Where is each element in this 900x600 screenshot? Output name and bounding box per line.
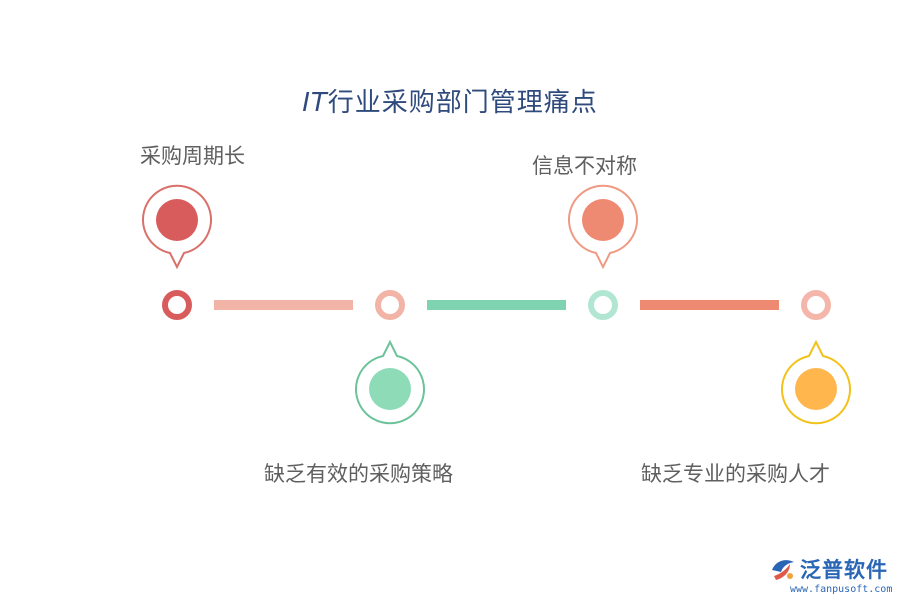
- pin-4-dot: [795, 368, 837, 410]
- pin-2: [355, 339, 425, 425]
- pin-3: [568, 184, 638, 270]
- diagram-title: IT行业采购部门管理痛点: [0, 82, 900, 119]
- pin-2-dot: [369, 368, 411, 410]
- pin-3-dot: [582, 199, 624, 241]
- brand-name: 泛普软件: [800, 558, 888, 582]
- timeline-node-3: [588, 290, 618, 320]
- pin-1-dot: [156, 199, 198, 241]
- connector-3: [640, 300, 779, 310]
- connector-2: [427, 300, 566, 310]
- brand-url: www.fanpusoft.com: [790, 584, 893, 595]
- brand-logo: 泛普软件 www.fanpusoft.com: [768, 552, 894, 598]
- timeline-node-4: [801, 290, 831, 320]
- stage-label-2: 缺乏有效的采购策略: [264, 462, 453, 486]
- timeline-node-1: [162, 290, 192, 320]
- title-prefix: IT: [302, 88, 328, 118]
- fanpu-logo-icon: [772, 560, 794, 580]
- stage-label-1: 采购周期长: [140, 144, 245, 168]
- pin-1: [142, 184, 212, 270]
- title-text: 行业采购部门管理痛点: [327, 88, 598, 118]
- connector-1: [214, 300, 353, 310]
- timeline-node-2: [375, 290, 405, 320]
- pin-4: [781, 339, 851, 425]
- stage-label-4: 缺乏专业的采购人才: [641, 462, 830, 486]
- stage-label-3: 信息不对称: [532, 154, 637, 178]
